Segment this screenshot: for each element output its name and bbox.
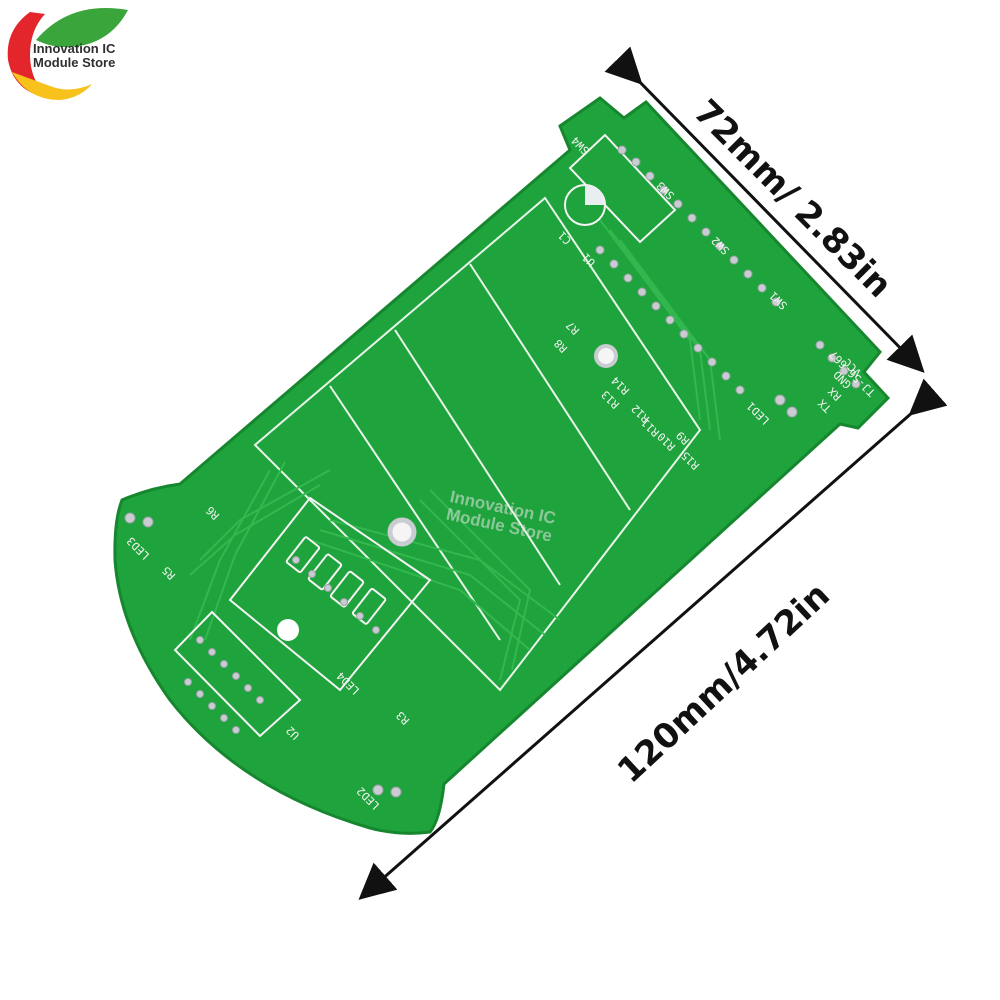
pcb-board (113, 96, 891, 835)
length-dimension-arrow (358, 378, 948, 900)
solder-pads (124, 145, 861, 798)
width-dimension-arrow (604, 46, 925, 373)
logo-line-1: Innovation IC (33, 41, 116, 56)
logo-line-2: Module Store (33, 55, 116, 70)
capacitor-c1 (564, 184, 606, 226)
silkscreen-outline (253, 196, 702, 692)
ic-footprints (173, 133, 677, 738)
logo-icon (7, 8, 128, 100)
mounting-holes (277, 344, 618, 641)
copper-traces (189, 219, 721, 681)
logo-text: Innovation IC Module Store (33, 42, 115, 70)
store-logo: Innovation IC Module Store (0, 0, 140, 110)
